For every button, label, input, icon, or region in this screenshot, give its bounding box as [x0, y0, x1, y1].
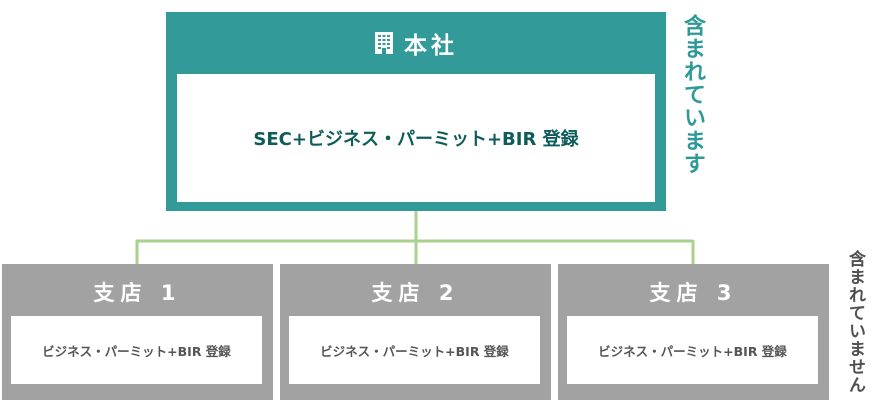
headquarters-content-box: SEC+ビジネス・パーミット+BIR 登録 [177, 74, 655, 202]
excluded-label: 含まれていません [845, 250, 865, 394]
branch-2-title: 支店 2 [371, 281, 460, 305]
branch-3-box: 支店 3 ビジネス・パーミット+BIR 登録 [558, 264, 829, 400]
branch-2-content: ビジネス・パーミット+BIR 登録 [320, 343, 509, 359]
included-label: 含まれています [680, 14, 705, 175]
branch-3-content: ビジネス・パーミット+BIR 登録 [598, 343, 787, 359]
branch-1-title: 支店 1 [93, 281, 182, 305]
branch-1-content: ビジネス・パーミット+BIR 登録 [42, 343, 231, 359]
branch-3-title: 支店 3 [649, 281, 738, 305]
branch-1-box: 支店 1 ビジネス・パーミット+BIR 登録 [2, 264, 273, 400]
branch-3-content-box: ビジネス・パーミット+BIR 登録 [567, 316, 818, 384]
branch-2-content-box: ビジネス・パーミット+BIR 登録 [289, 316, 540, 384]
headquarters-content: SEC+ビジネス・パーミット+BIR 登録 [253, 129, 579, 150]
building-icon [375, 32, 393, 54]
headquarters-header: 本社 [166, 12, 666, 74]
branch-2-box: 支店 2 ビジネス・パーミット+BIR 登録 [280, 264, 551, 400]
headquarters-box: 本社 SEC+ビジネス・パーミット+BIR 登録 [166, 12, 666, 211]
headquarters-title: 本社 [404, 33, 458, 59]
branch-1-content-box: ビジネス・パーミット+BIR 登録 [11, 316, 262, 384]
